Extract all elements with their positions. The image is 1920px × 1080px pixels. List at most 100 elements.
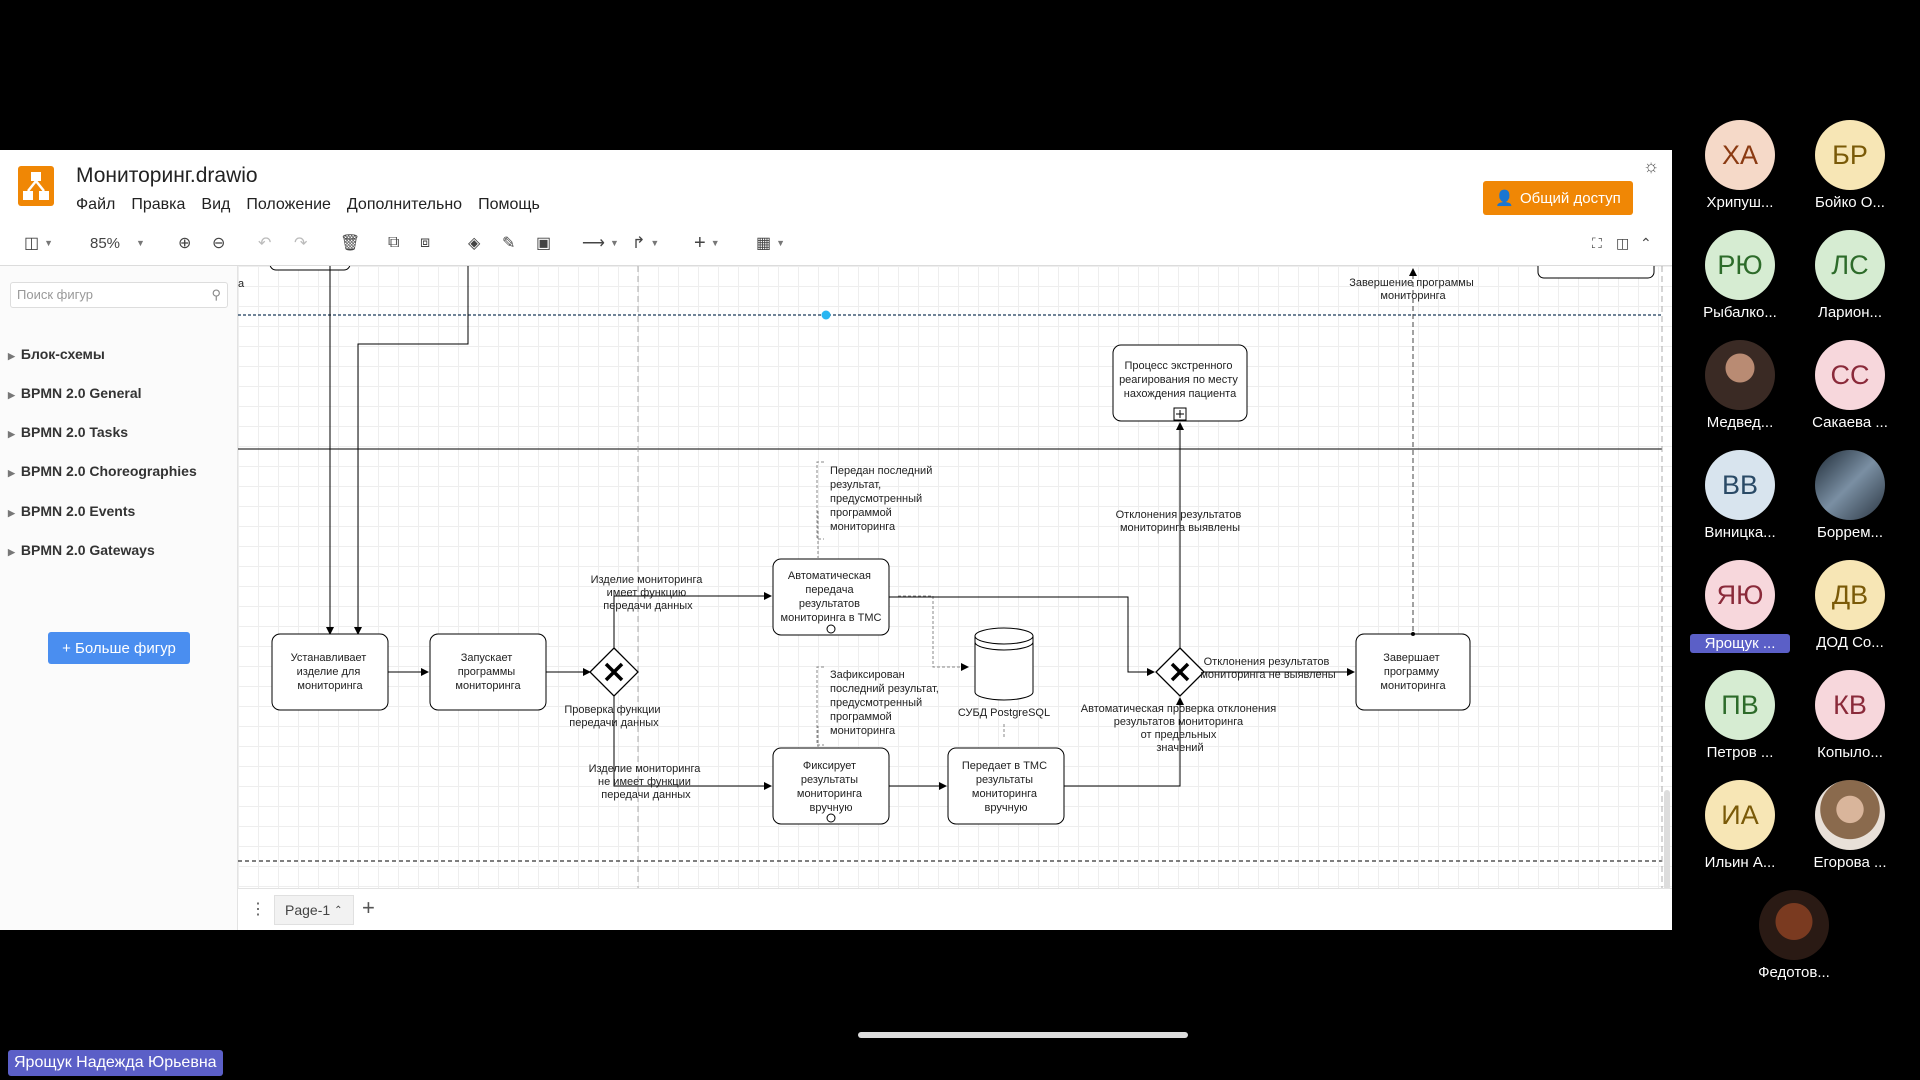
avatar: [1759, 890, 1829, 960]
sequence-flow[interactable]: [889, 596, 1155, 676]
avatar: ПВ: [1705, 670, 1775, 740]
expand-icon: ▶: [8, 390, 15, 400]
share-button[interactable]: 👤 Общий доступ: [1483, 181, 1633, 215]
library-bpmn-gateways[interactable]: ▶BPMN 2.0 Gateways: [8, 542, 155, 558]
sequence-flow-has-function[interactable]: [613, 592, 772, 648]
zoom-out-icon[interactable]: ⊖: [212, 235, 226, 252]
library-bpmn-choreographies[interactable]: ▶BPMN 2.0 Choreographies: [8, 463, 197, 479]
panel-icon[interactable]: ◫: [1616, 234, 1630, 251]
shadow-icon[interactable]: ▣: [536, 235, 552, 252]
zoom-select[interactable]: 85%▼: [90, 234, 145, 252]
library-label: BPMN 2.0 General: [20, 385, 142, 401]
participant-tile[interactable]: Медвед...: [1690, 340, 1790, 431]
add-page-icon[interactable]: +: [362, 895, 375, 920]
menu-view[interactable]: Вид: [201, 196, 231, 213]
waypoints-icon[interactable]: ↱▼: [632, 235, 660, 252]
text-annotation-bottom: Зафиксирован последний результат, предус…: [830, 669, 942, 737]
task-fragment[interactable]: [1537, 266, 1655, 279]
library-bpmn-events[interactable]: ▶BPMN 2.0 Events: [8, 503, 135, 519]
theme-toggle-icon[interactable]: ☼: [1642, 156, 1660, 176]
connection-icon[interactable]: ⟶▼: [582, 235, 619, 252]
menu-edit[interactable]: Правка: [131, 196, 186, 213]
file-title[interactable]: Мониторинг.drawio: [76, 164, 258, 187]
diagram-canvas[interactable]: а Завершение программы мониторинга Проце…: [238, 266, 1672, 888]
database-ring: [974, 641, 1034, 651]
pages-menu-icon[interactable]: ⋮: [250, 901, 266, 918]
page-tab[interactable]: Page-1 ⌃: [274, 895, 354, 925]
sequence-flow-no-function[interactable]: [613, 696, 772, 790]
gateway-label: Автоматическая проверка отклонения резул…: [1081, 703, 1279, 754]
vertical-scrollbar[interactable]: [1664, 790, 1670, 890]
drawio-logo-icon: [18, 166, 54, 206]
flow-label: Изделие мониторинга не имеет функции пер…: [589, 763, 704, 801]
library-label: BPMN 2.0 Tasks: [20, 424, 129, 440]
menubar: Файл Правка Вид Положение Дополнительно …: [76, 196, 540, 214]
insert-icon[interactable]: +▼: [694, 231, 720, 254]
redo-icon[interactable]: ↷: [294, 235, 308, 252]
menu-arrange[interactable]: Положение: [246, 196, 331, 213]
selection-handle[interactable]: [821, 310, 831, 320]
menu-help[interactable]: Помощь: [478, 196, 540, 213]
participant-name: Петров ...: [1706, 744, 1774, 761]
menu-file[interactable]: Файл: [76, 196, 116, 213]
participant-name: Хрипуш...: [1706, 194, 1774, 211]
expand-icon: ▶: [8, 547, 15, 557]
zoom-in-icon[interactable]: ⊕: [178, 235, 192, 252]
participant-tile[interactable]: Федотов...: [1744, 890, 1844, 981]
drawio-window: Мониторинг.drawio Файл Правка Вид Положе…: [0, 150, 1672, 1038]
delete-icon[interactable]: 🗑: [340, 235, 361, 252]
loop-marker-icon: [826, 813, 836, 823]
task-label: Завершает программу мониторинга: [1380, 652, 1446, 692]
sequence-flow[interactable]: [354, 266, 469, 635]
collapse-icon[interactable]: ⌃: [1640, 234, 1652, 251]
to-back-icon[interactable]: ⧈: [420, 234, 431, 251]
fullscreen-icon[interactable]: ⛶: [1592, 234, 1602, 251]
fragment-text: а: [238, 278, 245, 290]
shape-search-input[interactable]: Поиск фигур ⚲: [10, 282, 228, 308]
subprocess-emergency[interactable]: [1112, 344, 1248, 422]
fill-color-icon[interactable]: ◈: [468, 235, 481, 252]
expand-icon: ▶: [8, 468, 15, 478]
end-event-label: Завершение программы мониторинга: [1349, 277, 1477, 302]
task-label: Устанавливает изделие для мониторинга: [291, 652, 370, 692]
participant-tile[interactable]: Боррем...: [1800, 450, 1900, 541]
horizontal-scrollbar[interactable]: [858, 1032, 1188, 1038]
avatar: [1705, 340, 1775, 410]
participant-name: Виницка...: [1704, 524, 1776, 541]
line-color-icon[interactable]: ✎: [502, 235, 516, 252]
more-shapes-button[interactable]: + Больше фигур: [48, 632, 190, 664]
avatar: ИА: [1705, 780, 1775, 850]
menu-extras[interactable]: Дополнительно: [346, 196, 463, 213]
task-fragment[interactable]: [269, 266, 351, 271]
library-flowchart[interactable]: ▶Блок-схемы: [8, 346, 105, 362]
database-label: СУБД PostgreSQL: [958, 707, 1050, 719]
data-association[interactable]: [898, 595, 969, 671]
chevron-up-icon[interactable]: ⌃: [334, 904, 343, 916]
active-speaker-label: Ярощук Надежда Юрьевна: [8, 1050, 223, 1076]
table-icon[interactable]: ▦▼: [756, 235, 786, 252]
database-postgresql[interactable]: [974, 636, 1034, 701]
expand-icon: ▶: [8, 429, 15, 439]
undo-icon[interactable]: ↶: [258, 235, 272, 252]
participant-tile[interactable]: ПВ Петров ...: [1690, 670, 1790, 761]
arrowhead: [1409, 268, 1417, 276]
loop-marker-icon: [826, 624, 836, 634]
sequence-flow[interactable]: [1064, 697, 1184, 787]
library-bpmn-tasks[interactable]: ▶ BPMN 2.0 Tasks: [8, 424, 128, 440]
participant-name: ДОД Со...: [1816, 634, 1884, 651]
format-panel-toggle-icon[interactable]: ◫▼: [24, 235, 54, 252]
avatar: [1815, 780, 1885, 850]
to-front-icon[interactable]: ⧉: [388, 234, 400, 251]
library-bpmn-general[interactable]: ▶ BPMN 2.0 General: [8, 385, 142, 401]
participant-tile[interactable]: Егорова ...: [1800, 780, 1900, 871]
